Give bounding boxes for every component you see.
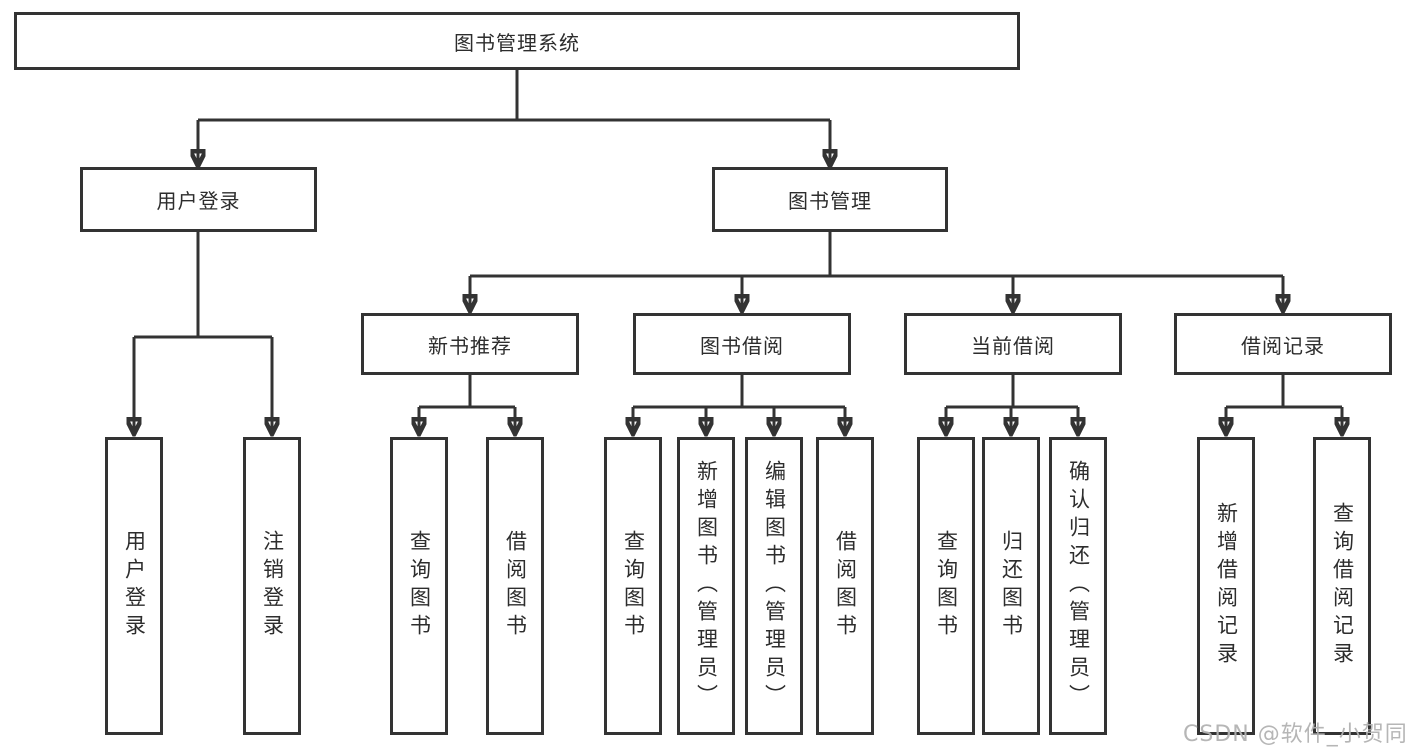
leaf-add-borrow-record: 新增借阅记录 <box>1197 437 1255 735</box>
leaf-confirm-return-admin: 确认归还（管理员） <box>1049 437 1107 735</box>
leaf-query-books: 查询图书 <box>390 437 448 735</box>
node-library-management-system: 图书管理系统 <box>14 12 1020 70</box>
leaf-logout: 注销登录 <box>243 437 301 735</box>
node-book-management: 图书管理 <box>712 167 948 232</box>
node-user-login: 用户登录 <box>80 167 317 232</box>
leaf-return-books: 归还图书 <box>982 437 1040 735</box>
connector-book-management-trunk <box>470 232 1283 278</box>
leaf-user-login: 用户登录 <box>105 437 163 735</box>
connector-book-borrow-trunk <box>633 375 845 409</box>
connector-user-login-trunk <box>134 232 272 339</box>
node-current-borrowing: 当前借阅 <box>904 313 1122 375</box>
connector-root-trunk <box>198 70 830 122</box>
node-borrowing-records: 借阅记录 <box>1174 313 1392 375</box>
node-new-book-recommendation: 新书推荐 <box>361 313 579 375</box>
leaf-borrow-books: 借阅图书 <box>486 437 544 735</box>
connector-borrow-records-trunk <box>1226 375 1342 409</box>
leaf-query-books-3: 查询图书 <box>917 437 975 735</box>
leaf-query-borrow-record: 查询借阅记录 <box>1313 437 1371 735</box>
node-book-borrowing: 图书借阅 <box>633 313 851 375</box>
leaf-add-book-admin: 新增图书（管理员） <box>677 437 735 735</box>
leaf-edit-book-admin: 编辑图书（管理员） <box>745 437 803 735</box>
connector-new-book-trunk <box>419 375 515 409</box>
watermark-csdn: CSDN @软件_小贺同学 <box>1183 722 1405 747</box>
leaf-query-books-2: 查询图书 <box>604 437 662 735</box>
leaf-borrow-books-2: 借阅图书 <box>816 437 874 735</box>
connector-current-borrow-trunk <box>946 375 1078 409</box>
